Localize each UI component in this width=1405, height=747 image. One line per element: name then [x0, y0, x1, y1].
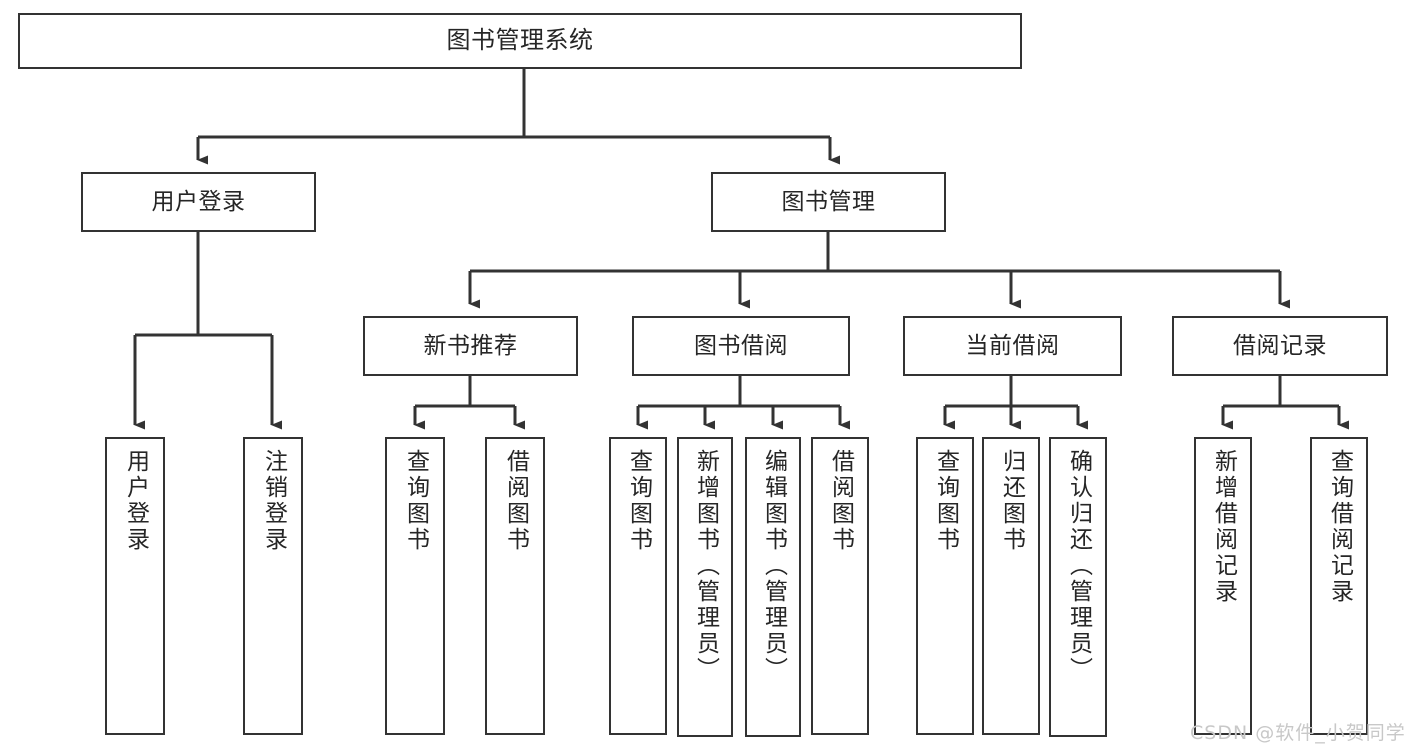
leaf-query-book-1[interactable]: 查询图书 [385, 437, 445, 735]
leaf-query-book-3-label: 查询图书 [932, 449, 959, 553]
node-book-borrow[interactable]: 图书借阅 [632, 316, 850, 376]
leaf-user-login-label: 用户登录 [122, 449, 149, 553]
node-user-login[interactable]: 用户登录 [81, 172, 316, 232]
leaf-logout-label: 注销登录 [260, 449, 287, 553]
leaf-add-book[interactable]: 新增图书（管理员） [677, 437, 733, 737]
leaf-borrow-book-2-label: 借阅图书 [827, 449, 854, 553]
leaf-query-book-1-label: 查询图书 [402, 449, 429, 553]
leaf-return-book[interactable]: 归还图书 [982, 437, 1040, 735]
leaf-edit-book[interactable]: 编辑图书（管理员） [745, 437, 801, 737]
node-borrow-record[interactable]: 借阅记录 [1172, 316, 1388, 376]
node-borrow-record-label: 借阅记录 [1233, 332, 1327, 359]
leaf-add-record[interactable]: 新增借阅记录 [1194, 437, 1252, 735]
leaf-edit-book-label: 编辑图书（管理员） [760, 449, 787, 683]
node-current-borrow[interactable]: 当前借阅 [903, 316, 1122, 376]
node-book-manage-label: 图书管理 [781, 188, 876, 215]
leaf-user-login[interactable]: 用户登录 [105, 437, 165, 735]
node-current-borrow-label: 当前借阅 [965, 332, 1060, 359]
leaf-borrow-book-2[interactable]: 借阅图书 [811, 437, 869, 735]
leaf-query-book-2[interactable]: 查询图书 [609, 437, 667, 735]
node-root[interactable]: 图书管理系统 [18, 13, 1022, 69]
watermark: CSDN @软件_小贺同学 [1190, 722, 1405, 744]
leaf-return-book-label: 归还图书 [998, 449, 1025, 553]
leaf-query-book-3[interactable]: 查询图书 [916, 437, 974, 735]
leaf-query-book-2-label: 查询图书 [625, 449, 652, 553]
leaf-confirm-return[interactable]: 确认归还（管理员） [1049, 437, 1107, 737]
leaf-logout[interactable]: 注销登录 [243, 437, 303, 735]
leaf-confirm-return-label: 确认归还（管理员） [1065, 449, 1092, 683]
node-user-login-label: 用户登录 [151, 188, 246, 215]
leaf-query-record[interactable]: 查询借阅记录 [1310, 437, 1368, 735]
node-new-book-recommend-label: 新书推荐 [423, 332, 518, 359]
leaf-query-record-label: 查询借阅记录 [1326, 449, 1353, 605]
node-root-label: 图书管理系统 [446, 26, 594, 55]
leaf-borrow-book-1-label: 借阅图书 [502, 449, 529, 553]
node-new-book-recommend[interactable]: 新书推荐 [363, 316, 578, 376]
leaf-borrow-book-1[interactable]: 借阅图书 [485, 437, 545, 735]
node-book-borrow-label: 图书借阅 [694, 332, 788, 359]
leaf-add-book-label: 新增图书（管理员） [692, 449, 719, 683]
node-book-manage[interactable]: 图书管理 [711, 172, 946, 232]
leaf-add-record-label: 新增借阅记录 [1210, 449, 1237, 605]
